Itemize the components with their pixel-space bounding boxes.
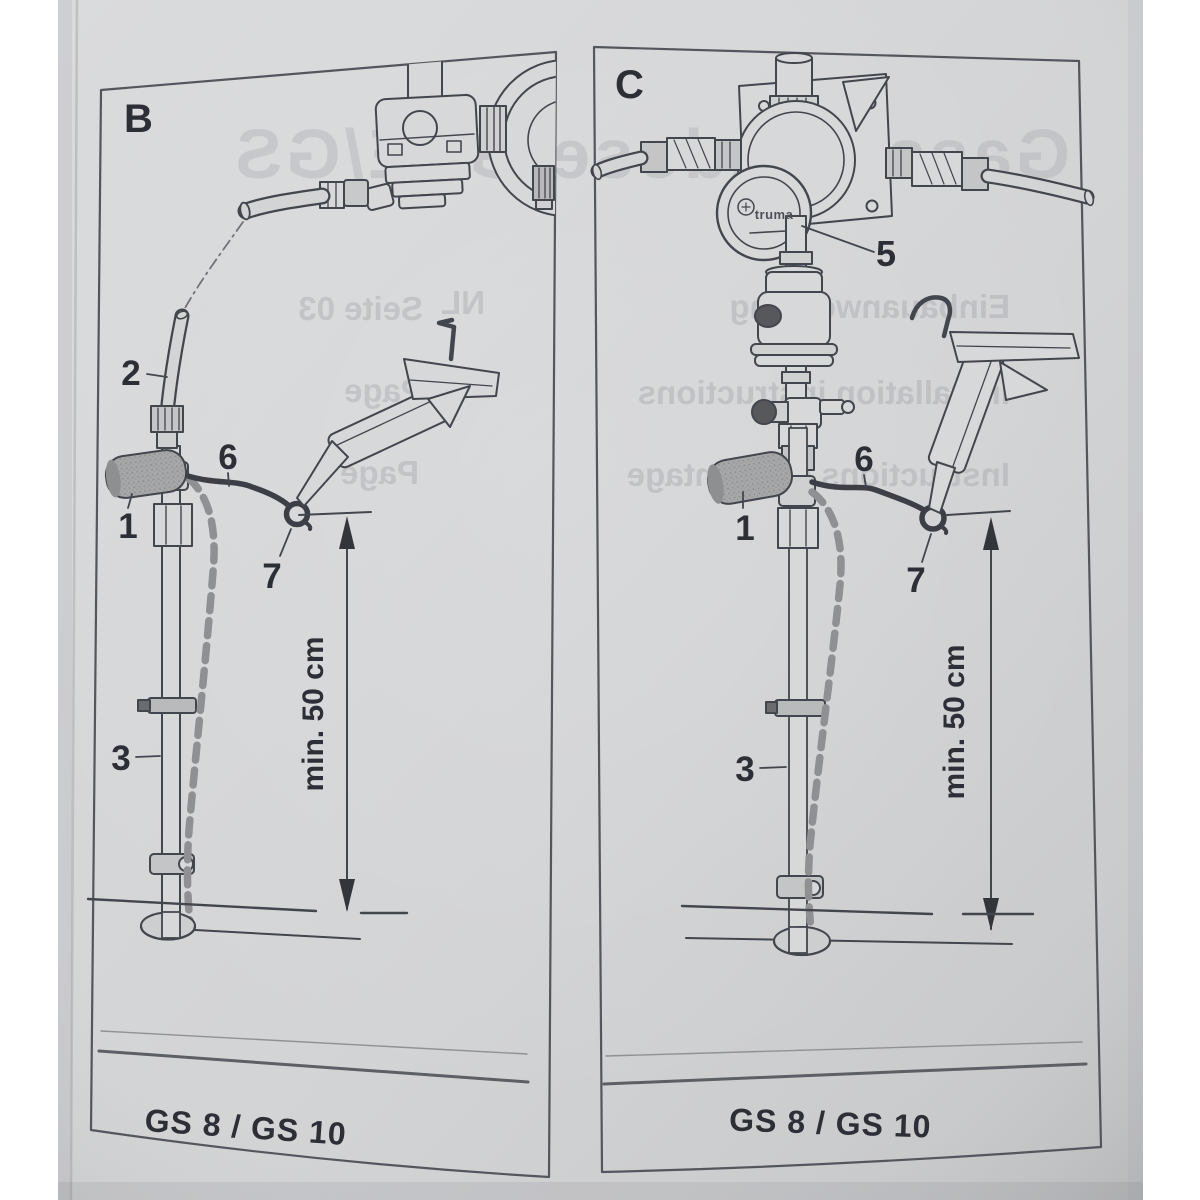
callout-6-b: 6 xyxy=(218,438,237,477)
caption-rule-thick-b xyxy=(97,1049,530,1084)
panel-b-figure xyxy=(86,50,558,1179)
right-hose-c xyxy=(885,147,1095,207)
leader-lines-c xyxy=(742,225,932,769)
panel-c-texts: C 5 1 6 7 3 truma min. 50 cm GS 8 / GS 1… xyxy=(615,63,971,1145)
callout-5-c: 5 xyxy=(876,233,896,274)
ghost-row1-lang: NL xyxy=(441,284,485,321)
panel-c-border xyxy=(592,45,1103,1174)
ghost-row1-ref: Seite 03 xyxy=(298,290,423,327)
caulking-gun-c xyxy=(909,295,1080,514)
regulator-and-valve-assembly-b xyxy=(237,52,556,221)
panel-b-border xyxy=(89,50,558,1179)
caulking-gun-b xyxy=(296,317,500,507)
left-hose-c xyxy=(590,137,742,181)
gun-plunger-hook-b xyxy=(436,317,457,362)
hose-2-b xyxy=(160,308,190,412)
clamp-bolt-b xyxy=(137,699,151,712)
dimension-b xyxy=(298,511,372,912)
callout-1-c: 1 xyxy=(735,509,754,548)
manual-page xyxy=(58,0,1143,1200)
caption-rule-thin-c xyxy=(605,1041,1083,1057)
callout-3-b: 3 xyxy=(111,739,130,778)
pipe-clamp-upper-c xyxy=(774,699,826,717)
test-wire-6-c xyxy=(809,479,949,535)
callout-7-c: 7 xyxy=(906,561,925,600)
caption-rule-thin-b xyxy=(100,1030,528,1055)
wall-regulator-assembly-c xyxy=(715,52,893,262)
dimension-c xyxy=(946,510,1011,931)
caption-c: GS 8 / GS 10 xyxy=(729,1101,932,1144)
leader-lines-b xyxy=(127,373,292,758)
callout-2-b: 2 xyxy=(121,354,140,393)
ground-c xyxy=(680,904,1035,957)
callout-6-c: 6 xyxy=(854,440,873,479)
page-edge-crease xyxy=(69,0,79,1200)
valve-knob-c xyxy=(751,399,777,425)
sealing-plug-1-c xyxy=(706,451,794,505)
panel-c-label: C xyxy=(615,63,644,107)
panel-b-label: B xyxy=(124,97,153,141)
routing-dash-dot-line-b xyxy=(184,221,244,309)
truma-logo-mark xyxy=(737,198,755,216)
filter-and-valve-stack-c xyxy=(750,215,855,931)
flexible-hose-dashed-b xyxy=(183,474,218,928)
pipe-clamp-upper-b xyxy=(147,697,197,714)
mounting-bracket-c xyxy=(842,76,890,132)
clamp-bolt-c xyxy=(765,701,778,714)
callout-7-b: 7 xyxy=(262,557,281,596)
caption-rule-thick-c xyxy=(602,1062,1088,1086)
ground-b xyxy=(86,897,409,941)
dimension-label-c: min. 50 cm xyxy=(938,644,971,799)
flexible-hose-dashed-c xyxy=(804,488,845,932)
sealing-plug-1-b xyxy=(104,449,188,499)
callout-1-b: 1 xyxy=(118,507,137,546)
panel-c-figure xyxy=(590,45,1103,1174)
panel-b-texts: B 2 1 6 7 3 min. 50 cm GS 8 / GS 10 xyxy=(111,97,348,1152)
gun-plunger-hook-c xyxy=(909,295,953,339)
truma-brand-label: truma xyxy=(755,207,794,222)
dimension-label-b: min. 50 cm xyxy=(297,636,330,791)
callout-3-c: 3 xyxy=(735,750,754,789)
filter-side-plug-c xyxy=(754,304,782,328)
